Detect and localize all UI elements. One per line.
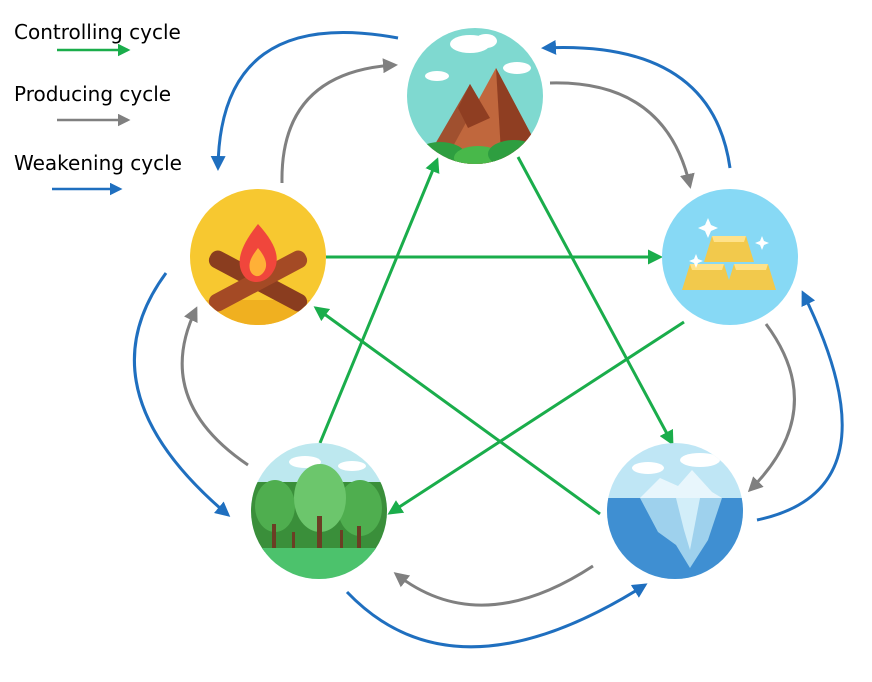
legend-producing-label: Producing cycle	[14, 82, 172, 106]
legend-arrows	[52, 43, 131, 196]
metal-gold-bars-icon	[662, 189, 798, 325]
producing-arrow-fire-to-earth	[280, 58, 398, 184]
weakening-arrow-wood-to-water	[345, 583, 648, 649]
legend-controlling-label: Controlling cycle	[14, 20, 181, 44]
producing-arrow-wood-to-fire	[180, 306, 249, 467]
weakening-arrow-water-to-metal	[756, 290, 844, 522]
wood-forest-icon	[251, 443, 387, 579]
controlling-arrow-earth-to-water	[516, 156, 674, 446]
producing-arrow-earth-to-metal	[549, 81, 695, 189]
weakening-arrow-fire-to-wood	[133, 272, 231, 517]
weakening-arrow-metal-to-earth	[541, 39, 732, 169]
legend-weakening-label: Weakening cycle	[14, 151, 182, 175]
weakening-cycle-arrows	[133, 30, 844, 649]
producing-arrow-water-to-wood	[393, 564, 594, 607]
water-iceberg-icon	[607, 443, 743, 579]
controlling-arrow-wood-to-earth	[318, 157, 440, 444]
producing-arrow-metal-to-water	[747, 323, 796, 493]
controlling-cycle-arrows	[313, 156, 685, 516]
controlling-arrow-water-to-fire	[313, 306, 601, 516]
producing-cycle-arrows	[180, 58, 796, 607]
fire-campfire-icon	[190, 189, 326, 325]
controlling-arrow-metal-to-wood	[387, 320, 685, 515]
weakening-arrow-earth-to-fire	[210, 30, 399, 171]
earth-mountain-icon	[407, 28, 543, 164]
